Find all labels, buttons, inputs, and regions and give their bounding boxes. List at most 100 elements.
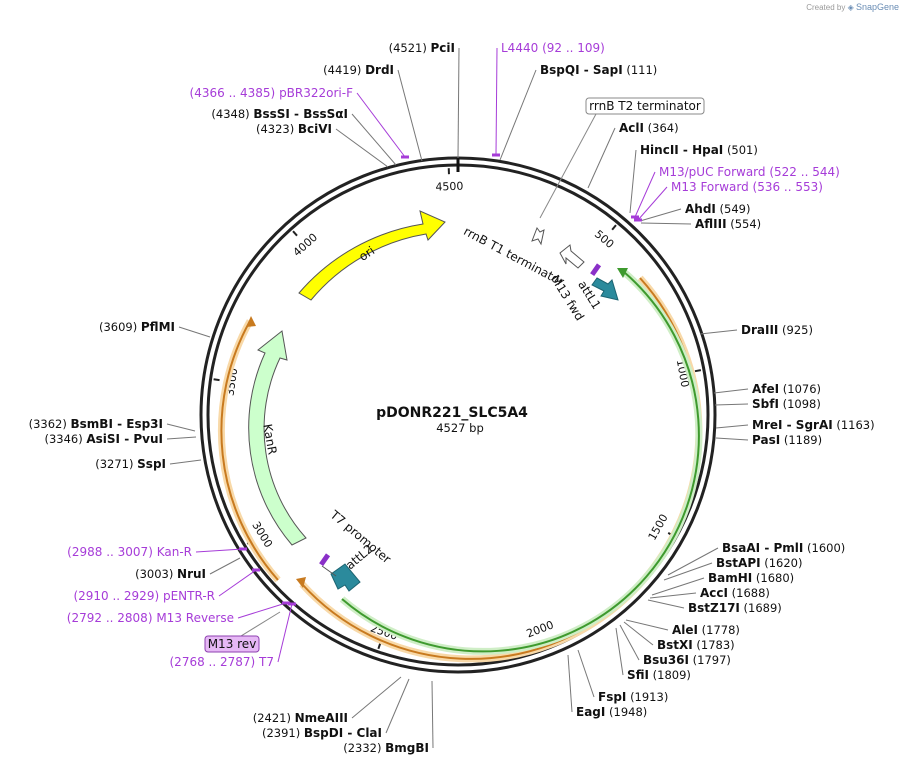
position: (1189): [784, 433, 822, 447]
site-7[interactable]: AhdI (549): [685, 202, 750, 216]
site-31[interactable]: (3362) BsmBI - Esp3I: [29, 417, 163, 431]
position: (1809): [653, 668, 691, 682]
site-7-leader: [639, 208, 682, 222]
primer-1[interactable]: (4366 .. 4385) pBR322ori-F: [190, 86, 354, 100]
primer-5[interactable]: (2910 .. 2929) pENTR-R: [73, 589, 215, 603]
primer-6[interactable]: (2792 .. 2808) M13 Reverse: [67, 611, 234, 625]
tick-label-4500: 4500: [435, 180, 463, 194]
site-17[interactable]: AccI (1688): [700, 586, 770, 600]
site-3[interactable]: (4323) BciVI: [256, 122, 332, 136]
site-16[interactable]: BamHI (1680): [708, 571, 794, 585]
site-22[interactable]: SfiI (1809): [627, 668, 691, 682]
name: BsaAI - PmlI: [722, 541, 803, 555]
site-11[interactable]: SbfI (1098): [752, 397, 821, 411]
site-30[interactable]: (3346) AsiSI - PvuI: [44, 432, 163, 446]
boxed-label-0[interactable]: rrnB T2 terminator: [589, 99, 701, 113]
site-27-leader: [351, 676, 402, 719]
site-18[interactable]: BstZ17I (1689): [688, 601, 782, 615]
site-19[interactable]: AleI (1778): [672, 623, 740, 637]
site-9-leader: [699, 329, 738, 335]
position: (554): [730, 217, 761, 231]
primer-0[interactable]: L4440 (92 .. 109): [501, 41, 605, 55]
position: (925): [782, 323, 813, 337]
site-20[interactable]: BstXI (1783): [657, 638, 735, 652]
site-4-leader: [499, 69, 537, 161]
site-21[interactable]: Bsu36I (1797): [643, 653, 731, 667]
site-29[interactable]: (3271) SspI: [95, 457, 166, 471]
site-23[interactable]: FspI (1913): [598, 690, 668, 704]
site-25-leader: [431, 680, 434, 749]
orf-arc-left-head: [246, 316, 256, 327]
site-0[interactable]: (4521) PciI: [389, 41, 455, 55]
attl2-feature[interactable]: [330, 563, 361, 592]
site-5[interactable]: AclI (364): [619, 121, 679, 135]
primer-mark-2: [631, 215, 639, 219]
site-4[interactable]: BspQI - SapI (111): [540, 63, 657, 77]
name: AhdI: [685, 202, 716, 216]
primer-mark-0: [492, 153, 500, 157]
primer-4[interactable]: (2988 .. 3007) Kan-R: [67, 545, 192, 559]
primer-7-leader: [277, 603, 293, 663]
site-13-leader: [715, 437, 749, 441]
site-8[interactable]: AflIII (554): [695, 217, 761, 231]
site-26[interactable]: (2391) BspDI - ClaI: [262, 726, 382, 740]
site-13[interactable]: PasI (1189): [752, 433, 822, 447]
position: (1098): [783, 397, 821, 411]
site-32[interactable]: (3609) PflMI: [99, 320, 175, 334]
position: (3362): [29, 417, 67, 431]
position: (1620): [764, 556, 802, 570]
site-23-leader: [577, 649, 595, 698]
name: BsmBI - Esp3I: [71, 417, 163, 431]
position: (111): [626, 63, 657, 77]
boxed-label-1[interactable]: M13 rev: [208, 637, 257, 651]
tick-label-1500: 1500: [646, 512, 671, 543]
site-12[interactable]: MreI - SgrAI (1163): [752, 418, 875, 432]
t7-promoter-feature[interactable]: [321, 565, 337, 577]
site-3-leader: [335, 128, 389, 168]
kanr-feature[interactable]: [248, 330, 307, 546]
tick-mark-4000: [292, 230, 298, 237]
site-10[interactable]: AfeI (1076): [752, 382, 821, 396]
site-28[interactable]: (3003) NruI: [135, 567, 206, 581]
site-24[interactable]: EagI (1948): [576, 705, 647, 719]
rrnb-t1-terminator-feature[interactable]: [559, 244, 585, 269]
site-9[interactable]: DraIII (925): [741, 323, 813, 337]
attl1-feature[interactable]: [591, 277, 619, 301]
position: (2332): [343, 741, 381, 755]
primer-7[interactable]: (2768 .. 2787) T7: [170, 655, 275, 669]
site-15[interactable]: BstAPI (1620): [716, 556, 802, 570]
name: BamHI: [708, 571, 752, 585]
ori-feature[interactable]: [298, 210, 446, 301]
site-26-leader: [385, 678, 410, 734]
name: BstAPI: [716, 556, 761, 570]
site-2-leader: [351, 113, 397, 166]
rrnb-t2-terminator-feature[interactable]: [531, 226, 545, 246]
name: BmgBI: [385, 741, 429, 755]
position: (2910 .. 2929): [73, 589, 159, 603]
site-6[interactable]: HincII - HpaI (501): [640, 143, 758, 157]
primer-2[interactable]: M13/pUC Forward (522 .. 544): [659, 165, 840, 179]
position: (1778): [702, 623, 740, 637]
name: AsiSI - PvuI: [86, 432, 163, 446]
site-2[interactable]: (4348) BssSI - BssSαI: [211, 107, 348, 121]
primer-0-leader: [495, 47, 498, 156]
position: (2792 .. 2808): [67, 611, 153, 625]
position: (4366 .. 4385): [190, 86, 276, 100]
name: BspQI - SapI: [540, 63, 623, 77]
primer-3[interactable]: M13 Forward (536 .. 553): [671, 180, 823, 194]
site-1[interactable]: (4419) DrdI: [323, 63, 394, 77]
insert-arc: [339, 269, 703, 655]
site-30-leader: [166, 436, 197, 440]
site-25[interactable]: (2332) BmgBI: [343, 741, 429, 755]
site-27[interactable]: (2421) NmeAIII: [253, 711, 348, 725]
site-14[interactable]: BsaAI - PmlI (1600): [722, 541, 845, 555]
name: AclI: [619, 121, 644, 135]
name: PciI: [431, 41, 456, 55]
site-20-leader: [623, 621, 654, 646]
plasmid-name: pDONR221_SLC5A4: [376, 405, 528, 421]
site-24-leader: [567, 654, 573, 713]
insert-arc-line: [341, 271, 700, 653]
site-22-leader: [615, 627, 624, 676]
tick-mark-3500: [213, 378, 220, 382]
